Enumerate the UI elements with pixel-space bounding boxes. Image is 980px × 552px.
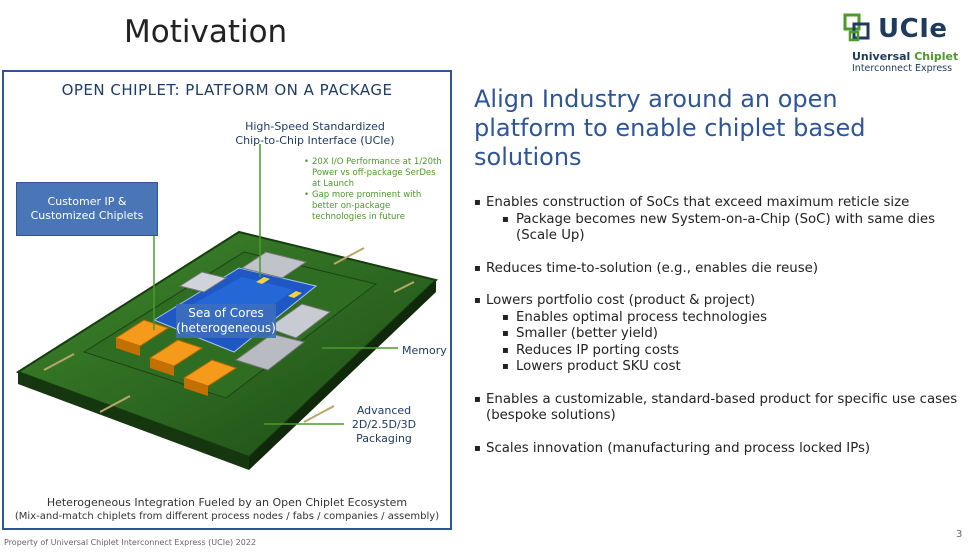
interface-benefits: 20X I/O Performance at 1/20th Power vs o… [304, 157, 446, 223]
logo-tagline-2: Interconnect Express [852, 63, 953, 74]
bullet-item: Lowers portfolio cost (product & project… [474, 293, 964, 310]
memory-chiplet [234, 333, 306, 371]
sea-of-cores-label: Sea of Cores (heterogeneous) [176, 304, 276, 338]
interface-line-1: High-Speed Standardized [245, 120, 385, 133]
interface-callout: High-Speed Standardized Chip-to-Chip Int… [230, 120, 400, 148]
headline: Align Industry around an open platform t… [474, 85, 866, 171]
sub-bullet-item: Enables optimal process technologies [474, 310, 964, 327]
io-chiplet [240, 251, 308, 279]
package-edge-right [249, 280, 436, 470]
footer-text: Property of Universal Chiplet Interconne… [4, 538, 257, 547]
packaging-label: Advanced 2D/2.5D/3D Packaging [334, 404, 434, 446]
logo-tagline-chiplet: Chiplet [914, 50, 959, 63]
sea-of-cores-line-1: Sea of Cores [188, 306, 264, 320]
interface-line-2: Chip-to-Chip Interface (UCIe) [235, 134, 395, 147]
sub-bullet-item: Package becomes new System-on-a-Chip (So… [474, 212, 964, 245]
page-number: 3 [956, 529, 963, 540]
slide-title: Motivation [124, 14, 288, 50]
figure-title: OPEN CHIPLET: PLATFORM ON A PACKAGE [61, 81, 393, 99]
package-figure: OPEN CHIPLET: PLATFORM ON A PACKAGE High… [2, 70, 452, 530]
ucie-logo: UCIe Universal Chiplet Interconnect Expr… [842, 10, 972, 74]
sub-bullet-item: Lowers product SKU cost [474, 359, 964, 376]
interface-benefit-item: 20X I/O Performance at 1/20th Power vs o… [304, 157, 446, 190]
packaging-line-1: Advanced [356, 404, 412, 417]
figure-subcaption: (Mix-and-match chiplets from different p… [14, 511, 440, 522]
logo-wordmark: UCIe [878, 14, 948, 44]
bullet-item: Reduces time-to-solution (e.g., enables … [474, 261, 964, 278]
sea-of-cores-line-2: (heterogeneous) [176, 321, 276, 335]
packaging-line-2: 2D/2.5D/3D [351, 418, 417, 431]
ucie-logo-icon [843, 13, 870, 42]
interface-benefit-item: Gap more prominent with better on-packag… [304, 190, 446, 223]
sub-bullet-item: Reduces IP porting costs [474, 343, 964, 360]
bullet-item: Enables construction of SoCs that exceed… [474, 195, 964, 212]
sub-bullet-item: Smaller (better yield) [474, 326, 964, 343]
bullet-list: Enables construction of SoCs that exceed… [474, 195, 964, 457]
logo-tagline-universal: Universal [852, 50, 911, 63]
memory-chiplet [266, 303, 332, 339]
package-edge [18, 372, 249, 470]
logo-tagline-1: Universal Chiplet [852, 50, 958, 63]
customer-ip-box: Customer IP & Customized Chiplets [16, 182, 158, 236]
figure-caption: Heterogeneous Integration Fueled by an O… [46, 496, 408, 509]
bullet-item: Enables a customizable, standard-based p… [474, 392, 964, 425]
io-chiplet [178, 271, 228, 293]
memory-label: Memory [402, 344, 447, 357]
bullet-item: Scales innovation (manufacturing and pro… [474, 441, 964, 458]
package-illustration [15, 144, 439, 470]
packaging-line-3: Packaging [356, 432, 412, 445]
